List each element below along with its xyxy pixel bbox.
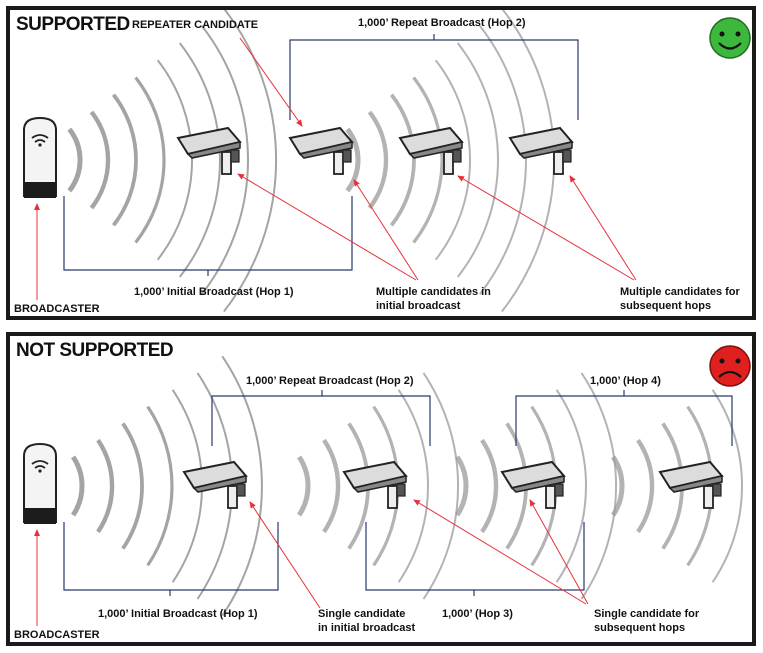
arrow-subsequent-b <box>569 175 637 281</box>
smiling-face-icon <box>709 17 751 59</box>
wave-arc <box>456 42 499 278</box>
not-supported-panel: NOT SUPPORTED <box>6 332 756 646</box>
wave-arc <box>201 25 250 295</box>
broadcaster-device <box>23 116 57 198</box>
wave-arc <box>134 76 166 244</box>
single-initial-label: Single candidate in initial broadcast <box>318 608 416 634</box>
wave-arc <box>156 59 193 261</box>
light-fixture-icon <box>288 126 354 175</box>
repeat-broadcast-label: 1,000’ Repeat Broadcast (Hop 2) <box>246 375 414 387</box>
arrow-subsequent-b <box>529 499 589 605</box>
hop3-bracket <box>365 522 585 591</box>
wave-arc <box>221 355 263 617</box>
wave-arc <box>146 405 174 567</box>
wave-arc <box>67 127 83 193</box>
repeat-broadcast-label: 1,000’ Repeat Broadcast (Hop 2) <box>358 17 526 29</box>
hop3-label: 1,000’ (Hop 3) <box>442 608 513 620</box>
light-fixture-icon <box>658 460 724 509</box>
wave-arc <box>479 25 528 295</box>
initial-broadcast-bracket <box>63 196 353 271</box>
wave-arc <box>70 455 85 517</box>
wave-arc <box>367 110 389 210</box>
wave-arc <box>397 389 429 583</box>
wave-arc <box>412 76 444 244</box>
panel-title: NOT SUPPORTED <box>16 340 174 361</box>
radio-waves <box>67 10 555 313</box>
wave-arc <box>555 389 587 583</box>
light-fixture-icon <box>500 460 566 509</box>
wave-arc <box>610 455 625 517</box>
arrow-subsequent-a <box>413 499 587 605</box>
panel-title: SUPPORTED <box>16 14 130 35</box>
frowning-face-icon <box>709 345 751 387</box>
wave-arc <box>345 127 361 193</box>
single-subsequent-label: Single candidate for subsequent hops <box>594 608 700 634</box>
wave-arc <box>434 59 471 261</box>
light-fixtures <box>182 460 724 509</box>
wave-arc <box>112 93 138 227</box>
broadcaster-label: BROADCASTER <box>14 629 100 641</box>
arrow-single-initial <box>249 501 321 609</box>
repeat-broadcast-bracket <box>289 39 579 120</box>
wave-arc <box>390 93 416 227</box>
wave-arc <box>422 372 459 600</box>
arrow-subsequent-a <box>457 175 635 281</box>
light-fixture-icon <box>176 126 242 175</box>
light-fixture-icon <box>342 460 408 509</box>
not-supported-diagram <box>23 345 751 626</box>
multiple-initial-label: Multiple candidates in initial broadcast <box>376 286 491 312</box>
wave-arc <box>296 455 311 517</box>
supported-diagram <box>23 10 751 313</box>
wave-arc <box>711 389 743 583</box>
wave-arc <box>454 455 469 517</box>
light-fixtures <box>176 126 574 175</box>
wave-arc <box>96 438 115 534</box>
wave-arc <box>322 438 341 534</box>
wave-arc <box>636 438 655 534</box>
arrow-initial-b <box>353 179 419 281</box>
broadcaster-device <box>23 442 57 524</box>
arrow-initial-a <box>237 173 417 281</box>
repeat-broadcast-bracket <box>211 395 431 446</box>
repeater-candidate-label: REPEATER CANDIDATE <box>132 19 259 31</box>
wave-arc <box>89 110 111 210</box>
supported-panel: SUPPORTED <box>6 6 756 320</box>
light-fixture-icon <box>182 460 248 509</box>
initial-broadcast-label: 1,000’ Initial Broadcast (Hop 1) <box>134 286 294 298</box>
radio-waves <box>70 355 743 617</box>
wave-arc <box>580 372 617 600</box>
wave-arc <box>480 438 499 534</box>
initial-broadcast-label: 1,000’ Initial Broadcast (Hop 1) <box>98 608 258 620</box>
wave-arc <box>223 10 277 313</box>
wave-arc <box>178 42 221 278</box>
light-fixture-icon <box>398 126 464 175</box>
hop4-label: 1,000’ (Hop 4) <box>590 375 661 387</box>
broadcaster-label: BROADCASTER <box>14 303 100 315</box>
light-fixture-icon <box>508 126 574 175</box>
multiple-subsequent-label: Multiple candidates for subsequent hops <box>620 286 740 312</box>
arrow-repeater <box>239 37 303 127</box>
wave-arc <box>501 10 555 313</box>
initial-broadcast-bracket <box>63 522 279 591</box>
wave-arc <box>121 422 144 550</box>
